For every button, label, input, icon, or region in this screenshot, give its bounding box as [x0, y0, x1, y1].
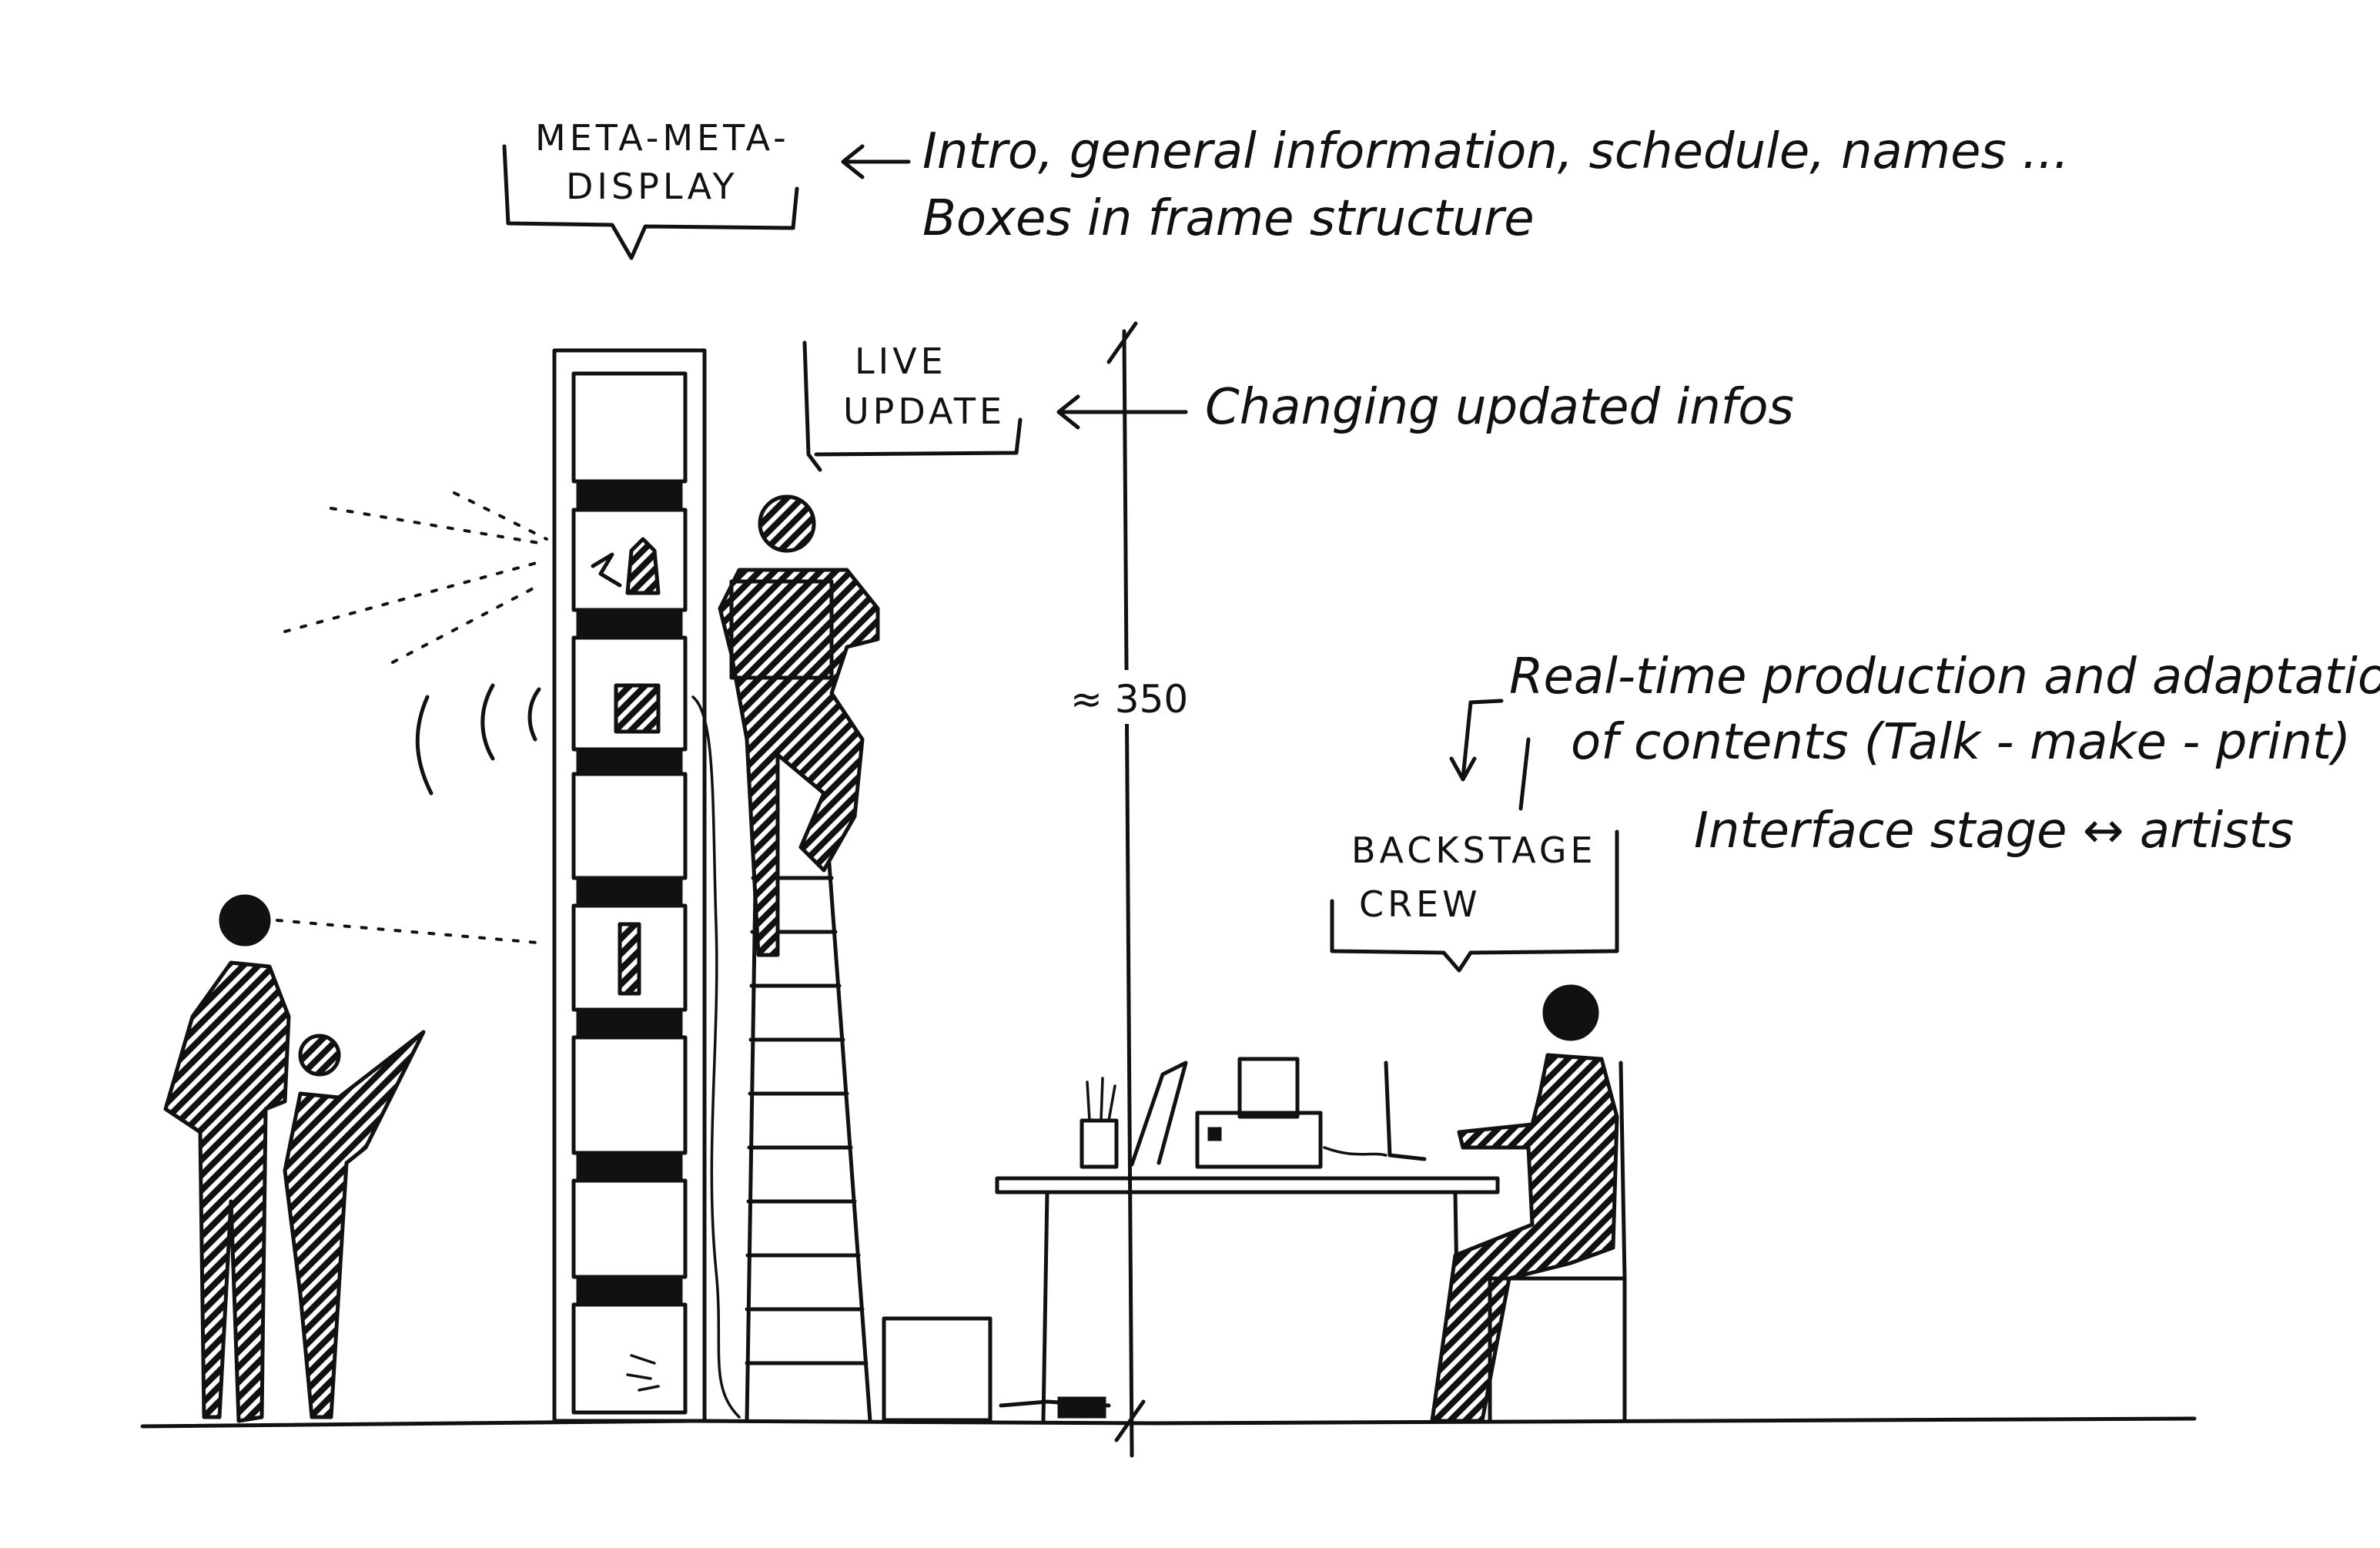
tower-box-6 — [571, 1035, 688, 1155]
desk-cable — [1323, 1146, 1387, 1157]
desk-top — [995, 1176, 1500, 1195]
changing-arrow — [1056, 394, 1188, 430]
laptop-right — [1384, 1060, 1427, 1161]
intro-arrow — [841, 144, 911, 179]
worker-on-ladder — [718, 494, 880, 957]
live-update-callout: LIVE UPDATE — [802, 340, 1023, 472]
spectator-adult-head — [219, 894, 271, 947]
sound-wave-1 — [415, 695, 433, 796]
emission-marks — [283, 491, 548, 796]
floor-crate — [882, 1316, 993, 1422]
sound-wave-2 — [480, 683, 495, 761]
power-strip — [1057, 1396, 1106, 1419]
backstage-label-line2: CREW — [1359, 883, 1481, 925]
spectators — [163, 894, 548, 1423]
tower-box-2 — [571, 508, 688, 612]
crew-body — [1430, 1053, 1619, 1423]
changing-note: Changing updated infos — [1056, 379, 1794, 436]
crew-chair — [1484, 1060, 1627, 1423]
spectator-child-body — [283, 1030, 426, 1419]
tower-box-3-screen — [614, 683, 661, 734]
dimension-tick-bottom — [1114, 1399, 1146, 1442]
dimension-tick-top — [1106, 321, 1138, 364]
worker-carried-box — [729, 579, 834, 680]
tower-box-2-figure — [625, 537, 661, 595]
dimension-label: ≈ 350 — [1070, 677, 1188, 722]
meta-display-callout: META-META- DISPLAY — [502, 117, 799, 260]
worker-head — [758, 494, 816, 553]
interface-note: Interface stage ↔ artists — [1694, 802, 2294, 859]
realtime-bracket-arrow — [1449, 699, 1504, 782]
tower-box-7 — [571, 1178, 688, 1279]
tower-box-5 — [571, 903, 688, 1012]
spectator-sightline — [276, 919, 548, 945]
meta-display-label-line2: DISPLAY — [566, 166, 738, 207]
tower-box-3 — [571, 635, 688, 752]
backstage-desk — [995, 1057, 1500, 1423]
printer-button — [1207, 1127, 1222, 1141]
tower-clip-1 — [576, 482, 683, 508]
floor-line — [140, 1416, 2197, 1429]
tower-clip-2 — [576, 611, 683, 637]
realtime-note-line1: Real-time production and adaptation — [1509, 648, 2380, 705]
tower-box-5-figure — [618, 922, 641, 996]
live-update-label-line1: LIVE — [855, 340, 947, 382]
light-ray-3 — [283, 561, 541, 633]
backstage-label-line1: BACKSTAGE — [1351, 829, 1597, 871]
tower-box-2-glyph — [591, 552, 622, 588]
printer-body — [1195, 1111, 1323, 1169]
desk-leg-left — [1041, 1190, 1049, 1423]
spectator-adult-body — [163, 960, 291, 1423]
crew-head — [1542, 984, 1599, 1041]
tower-box-8-marks — [626, 1354, 660, 1392]
tower-clip-4 — [576, 879, 683, 905]
tower-clip-3 — [576, 750, 683, 772]
sound-wave-3 — [527, 687, 541, 742]
meta-display-speech-bubble — [502, 144, 799, 260]
interface-note-text: Interface stage ↔ artists — [1694, 802, 2294, 859]
live-update-speech-bubble — [802, 340, 1023, 472]
printer-paper — [1237, 1057, 1300, 1119]
intro-note: Intro, general information, schedule, na… — [841, 123, 2069, 247]
pens — [1086, 1077, 1116, 1122]
changing-note-text: Changing updated infos — [1205, 379, 1794, 436]
light-ray-2 — [453, 491, 548, 541]
pen-cup — [1080, 1118, 1119, 1169]
dimension-line — [1122, 329, 1134, 1458]
backstage-speech-bubble — [1330, 829, 1619, 973]
display-tower — [552, 348, 741, 1423]
intro-note-line2: Boxes in frame structure — [922, 190, 1535, 247]
spectator-child-head — [298, 1034, 341, 1077]
tower-cable — [691, 695, 741, 1419]
tower-clip-7 — [576, 1278, 683, 1304]
light-ray-1 — [330, 507, 541, 544]
dimension-label-mask — [1066, 670, 1193, 724]
meta-display-label-line1: META-META- — [535, 117, 790, 159]
tower-frame — [552, 348, 707, 1423]
tower-clip-5 — [576, 1010, 683, 1037]
intro-note-line1: Intro, general information, schedule, na… — [922, 123, 2069, 180]
backstage-crew-member — [1430, 984, 1627, 1423]
backstage-callout: BACKSTAGE CREW — [1330, 829, 1619, 973]
realtime-bracket-stem — [1518, 737, 1531, 811]
tower-clip-6 — [576, 1154, 683, 1180]
realtime-note: Real-time production and adaptation of c… — [1449, 648, 2380, 811]
laptop-left — [1130, 1060, 1188, 1167]
live-update-label-line2: UPDATE — [843, 390, 1006, 432]
worker-torso — [718, 568, 880, 957]
realtime-note-line2: of contents (Talk - make - print) — [1571, 714, 2351, 771]
height-dimension: ≈ 350 — [1066, 321, 1193, 1458]
tower-box-4 — [571, 772, 688, 880]
tower-box-8 — [571, 1302, 688, 1415]
light-ray-4 — [391, 584, 541, 664]
tower-box-1 — [571, 371, 688, 484]
